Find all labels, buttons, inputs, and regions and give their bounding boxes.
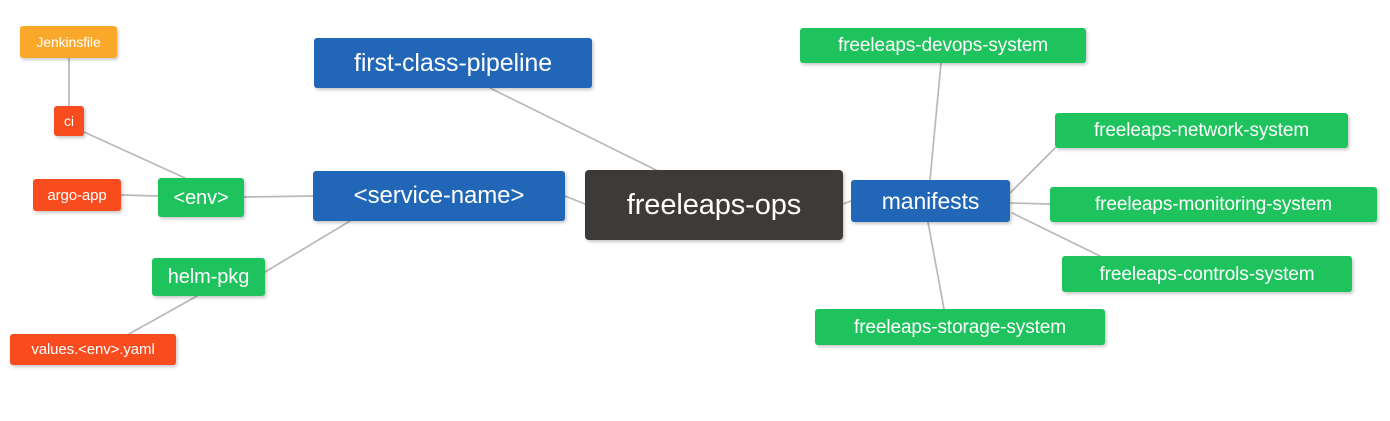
mindmap-node-root[interactable]: freeleaps-ops	[585, 170, 843, 240]
edge-pipeline-to-root	[489, 87, 661, 173]
mindmap-node-ci[interactable]: ci	[54, 106, 84, 136]
mindmap-node-service[interactable]: <service-name>	[313, 171, 565, 221]
mindmap-node-devops[interactable]: freeleaps-devops-system	[800, 28, 1086, 63]
mindmap-node-monitoring[interactable]: freeleaps-monitoring-system	[1050, 187, 1377, 222]
mindmap-node-valuesyaml[interactable]: values.<env>.yaml	[10, 334, 176, 365]
edge-helm-to-valuesyaml	[128, 295, 198, 335]
mindmap-node-network[interactable]: freeleaps-network-system	[1055, 113, 1348, 148]
edge-manifests-to-network	[1009, 147, 1056, 194]
edge-manifests-to-monitoring	[1009, 202, 1051, 205]
mindmap-node-env[interactable]: <env>	[158, 178, 244, 217]
mindmap-node-controls[interactable]: freeleaps-controls-system	[1062, 256, 1352, 292]
edge-env-to-ci	[83, 131, 186, 179]
edge-root-to-manifests	[842, 200, 852, 205]
mindmap-node-helm[interactable]: helm-pkg	[152, 258, 265, 296]
mindmap-node-pipeline[interactable]: first-class-pipeline	[314, 38, 592, 88]
edge-root-to-service	[564, 195, 586, 205]
mindmap-node-manifests[interactable]: manifests	[851, 180, 1010, 222]
mindmap-node-storage[interactable]: freeleaps-storage-system	[815, 309, 1105, 345]
edge-service-to-helm	[264, 220, 351, 273]
edge-manifests-to-devops	[929, 62, 942, 181]
mindmap-node-jenkinsfile[interactable]: Jenkinsfile	[20, 26, 117, 58]
mindmap-node-argoapp[interactable]: argo-app	[33, 179, 121, 211]
edge-service-to-env	[243, 195, 314, 198]
edge-manifests-to-storage	[927, 221, 945, 310]
edge-env-to-argoapp	[120, 194, 159, 197]
